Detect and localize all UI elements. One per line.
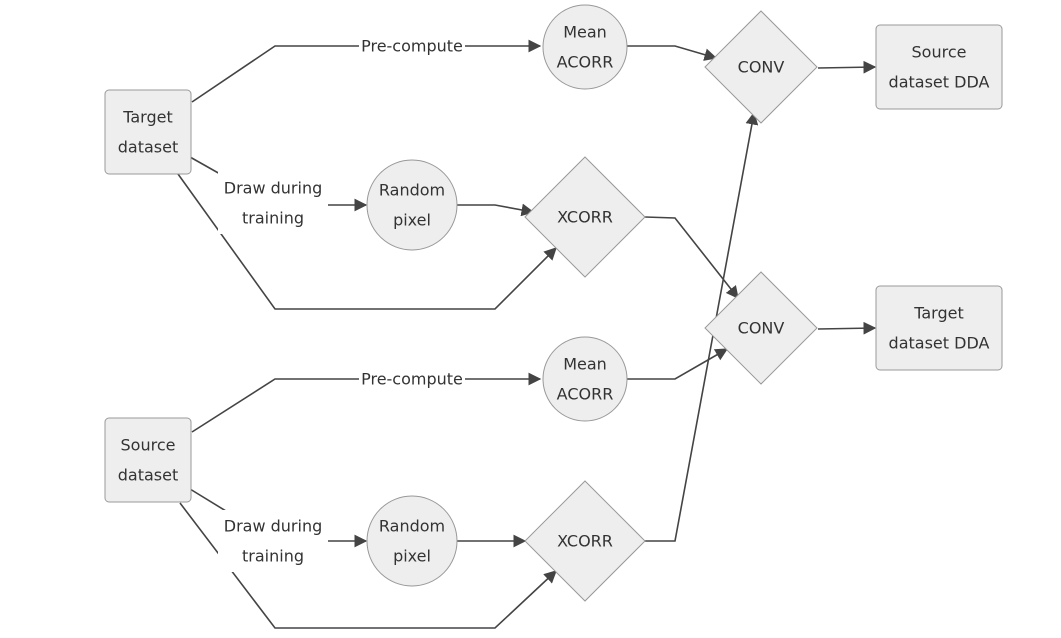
mean-acorr-source-node-label-line-2: ACORR: [557, 385, 614, 404]
edge-conv-top-to-source-dda: [817, 60, 877, 74]
conv-bottom-node: CONV: [704, 271, 818, 385]
edge-mean-acorr-s-to-conv-bottom: [627, 348, 729, 380]
conv-bottom-node-label-line-1: CONV: [738, 319, 785, 338]
node-diamond: [704, 10, 818, 124]
random-pixel-source-node-label-line-1: Random: [379, 517, 445, 536]
edge-label: Pre-compute: [359, 33, 465, 59]
source-dataset-node-label-line-2: dataset: [118, 466, 179, 485]
source-dataset-node: Source dataset: [104, 417, 192, 503]
edge-mean-acorr-t-to-conv-top: [627, 45, 718, 61]
edge-line: [177, 173, 557, 310]
random-pixel-source-node-label-line-2: pixel: [393, 547, 431, 566]
random-pixel-target-node: Random pixel: [366, 159, 458, 251]
random-pixel-target-node-label-line-1: Random: [379, 181, 445, 200]
edge-xcorr-t-to-conv-bottom: [644, 216, 739, 300]
xcorr-source-node-label-line-1: XCORR: [557, 532, 613, 551]
edge-line: [627, 348, 729, 380]
target-dataset-dda-node: Target dataset DDA: [875, 285, 1003, 371]
random-pixel-source-node: Random pixel: [366, 495, 458, 587]
edge-line: [817, 60, 877, 74]
source-dataset-dda-node: Source dataset DDA: [875, 24, 1003, 110]
source-dataset-dda-node-label-line-2: dataset DDA: [889, 73, 990, 92]
target-dataset-dda-node-label-line-1: Target: [913, 304, 964, 323]
xcorr-target-node-label-line-1: XCORR: [557, 208, 613, 227]
node-circle: [542, 336, 628, 422]
edge-label: Draw during training: [218, 510, 328, 572]
edge-label-background: [218, 510, 328, 572]
edge-label-line-2: training: [242, 209, 304, 228]
node-circle: [366, 159, 458, 251]
edge-xcorr-s-to-conv-top: [645, 111, 759, 542]
target-dataset-node-label-line-2: dataset: [118, 138, 179, 157]
target-dataset-node-label-line-1: Target: [122, 108, 173, 127]
target-dataset-node: Target dataset: [104, 89, 192, 175]
target-dataset-dda-node-label-line-2: dataset DDA: [889, 334, 990, 353]
edge-label-background: [359, 366, 465, 392]
random-pixel-target-node-label-line-2: pixel: [393, 211, 431, 230]
edge-label-line-2: training: [242, 547, 304, 566]
conv-top-node-label-line-1: CONV: [738, 58, 785, 77]
edge-label: Draw during training: [218, 172, 328, 234]
edge-line: [817, 321, 877, 335]
node-box: [875, 24, 1003, 110]
edges-layer: [177, 39, 877, 629]
source-dataset-node-label-line-1: Source: [121, 436, 176, 455]
edge-line: [627, 45, 718, 61]
node-box: [104, 89, 192, 175]
edge-target-dataset-to-xcorr-t: [177, 173, 557, 310]
node-box: [104, 417, 192, 503]
source-dataset-dda-node-label-line-1: Source: [912, 43, 967, 62]
node-circle: [366, 495, 458, 587]
xcorr-source-node: XCORR: [524, 480, 646, 602]
edge-label-background: [218, 172, 328, 234]
node-circle: [542, 4, 628, 90]
edge-random-pixel-t-to-xcorr-t: [457, 203, 535, 217]
edge-label-line-1: Pre-compute: [361, 370, 463, 389]
node-diamond: [524, 480, 646, 602]
mean-acorr-source-node-label-line-1: Mean: [563, 355, 607, 374]
edge-label: Pre-compute: [359, 366, 465, 392]
edge-line: [457, 203, 535, 217]
node-diamond: [704, 271, 818, 385]
node-box: [875, 285, 1003, 371]
edge-line: [644, 216, 739, 300]
conv-top-node: CONV: [704, 10, 818, 124]
mean-acorr-target-node-label-line-2: ACORR: [557, 53, 614, 72]
edge-label-line-1: Pre-compute: [361, 37, 463, 56]
nodes-layer: TargetdatasetSourcedatasetMeanACORRRando…: [104, 4, 1003, 602]
edge-label-background: [359, 33, 465, 59]
edge-line: [645, 111, 759, 542]
edge-label-line-1: Draw during: [224, 517, 323, 536]
edge-label-line-1: Draw during: [224, 179, 323, 198]
edge-conv-bottom-to-target-dda: [817, 321, 877, 335]
mean-acorr-target-node-label-line-1: Mean: [563, 23, 607, 42]
xcorr-target-node: XCORR: [524, 156, 646, 278]
node-diamond: [524, 156, 646, 278]
